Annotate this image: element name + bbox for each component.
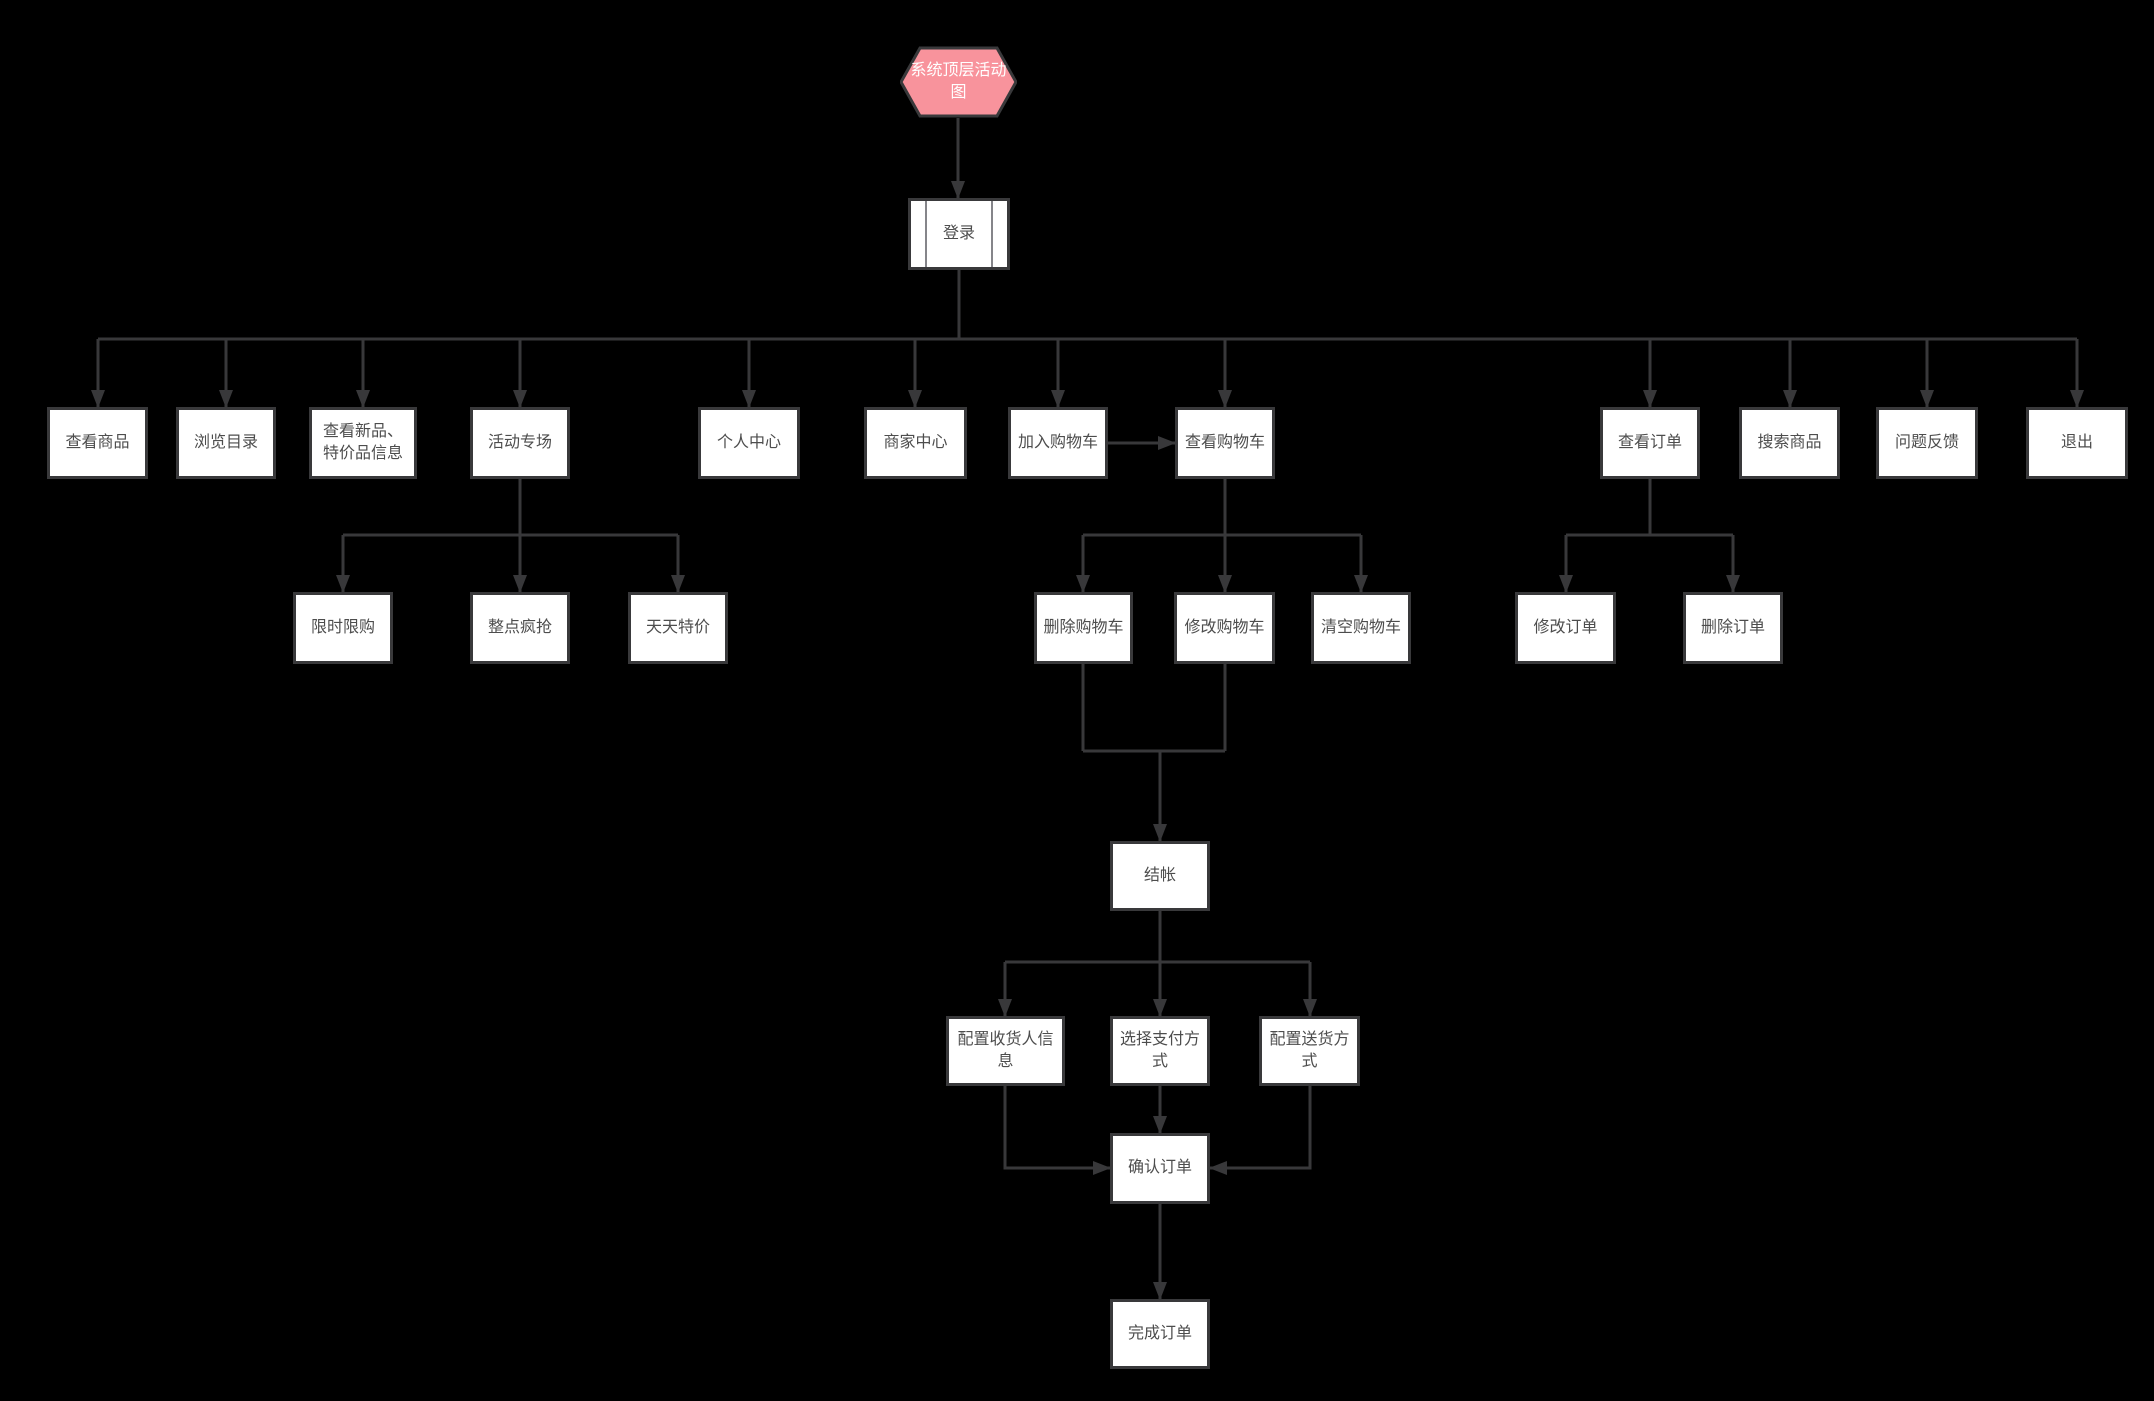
node-label: 完成订单 — [1127, 1324, 1192, 1342]
node-label: 个人中心 — [716, 433, 781, 451]
node-label: 删除订单 — [1700, 618, 1765, 636]
node-label: 浏览目录 — [193, 433, 258, 451]
node-login[interactable]: 登录 — [908, 198, 1010, 270]
node-add-to-cart[interactable]: 加入购物车 — [1008, 407, 1108, 479]
node-delete-order[interactable]: 删除订单 — [1683, 592, 1783, 664]
node-complete-order[interactable]: 完成订单 — [1110, 1299, 1210, 1369]
node-label: 删除购物车 — [1043, 618, 1124, 636]
node-label: 查看商品 — [65, 433, 130, 451]
predefined-bar-right — [991, 201, 993, 267]
node-label: 商家中心 — [883, 433, 948, 451]
edge-consignee-to-confirm — [1003, 1086, 1111, 1175]
node-label: 配置送货方式 — [1269, 1030, 1350, 1070]
node-modify-order[interactable]: 修改订单 — [1515, 592, 1616, 664]
node-label: 活动专场 — [487, 433, 552, 451]
node-daily-special[interactable]: 天天特价 — [628, 592, 728, 664]
node-activity-special[interactable]: 活动专场 — [470, 407, 570, 479]
node-modify-cart[interactable]: 修改购物车 — [1174, 592, 1275, 664]
node-label: 天天特价 — [645, 618, 710, 636]
node-view-new-specials[interactable]: 查看新品、特价品信息 — [309, 407, 417, 479]
edge-delivery-to-confirm — [1209, 1086, 1312, 1175]
node-label: 结帐 — [1143, 866, 1176, 884]
node-payment-method[interactable]: 选择支付方式 — [1110, 1016, 1210, 1086]
node-exit[interactable]: 退出 — [2026, 407, 2128, 479]
node-label: 修改订单 — [1533, 618, 1598, 636]
node-label: 查看新品、特价品信息 — [322, 422, 403, 462]
predefined-bar-left — [925, 201, 927, 267]
node-empty-cart[interactable]: 清空购物车 — [1311, 592, 1411, 664]
node-browse-catalog[interactable]: 浏览目录 — [176, 407, 276, 479]
node-view-cart[interactable]: 查看购物车 — [1175, 407, 1275, 479]
node-label: 查看订单 — [1617, 433, 1682, 451]
node-view-orders[interactable]: 查看订单 — [1600, 407, 1700, 479]
node-checkout[interactable]: 结帐 — [1110, 841, 1210, 911]
node-limited-time-buy[interactable]: 限时限购 — [293, 592, 393, 664]
node-personal-center[interactable]: 个人中心 — [698, 407, 800, 479]
node-label: 退出 — [2060, 433, 2093, 451]
node-confirm-order[interactable]: 确认订单 — [1110, 1133, 1210, 1204]
node-label: 选择支付方式 — [1119, 1030, 1200, 1070]
node-problem-feedback[interactable]: 问题反馈 — [1876, 407, 1978, 479]
node-consignee-info[interactable]: 配置收货人信息 — [946, 1016, 1065, 1086]
node-label: 问题反馈 — [1894, 433, 1959, 451]
node-delivery-method[interactable]: 配置送货方式 — [1259, 1016, 1360, 1086]
node-hourly-rush[interactable]: 整点疯抢 — [470, 592, 570, 664]
node-search-products[interactable]: 搜索商品 — [1739, 407, 1840, 479]
node-label: 修改购物车 — [1184, 618, 1265, 636]
node-view-products[interactable]: 查看商品 — [47, 407, 148, 479]
node-start[interactable]: 系统顶层活动图 — [900, 46, 1017, 118]
hexagon-shape — [900, 46, 1017, 118]
edges-group — [91, 118, 2084, 1300]
node-label: 清空购物车 — [1320, 618, 1401, 636]
node-label: 确认订单 — [1127, 1159, 1192, 1177]
node-label: 加入购物车 — [1017, 433, 1098, 451]
node-label: 查看购物车 — [1184, 433, 1265, 451]
node-delete-cart[interactable]: 删除购物车 — [1034, 592, 1133, 664]
node-label: 搜索商品 — [1757, 433, 1822, 451]
node-label: 配置收货人信息 — [957, 1030, 1054, 1070]
node-label: 整点疯抢 — [487, 618, 552, 636]
node-label: 限时限购 — [310, 618, 375, 636]
node-label: 登录 — [942, 224, 975, 242]
node-label: 系统顶层活动图 — [910, 61, 1007, 101]
node-merchant-center[interactable]: 商家中心 — [864, 407, 967, 479]
